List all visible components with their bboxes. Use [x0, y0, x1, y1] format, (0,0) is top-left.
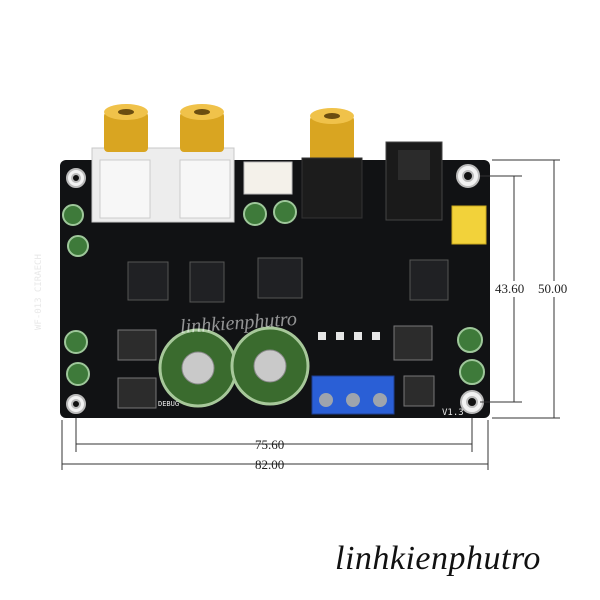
- dim-hole-spacing-vertical: 43.60: [495, 281, 525, 297]
- silkscreen-version: V1.3: [442, 408, 464, 418]
- jst-connector: [243, 161, 293, 195]
- silkscreen-model: WF-013 CIRAECH: [34, 254, 44, 330]
- screw-terminal: [311, 375, 395, 415]
- rca-connector-right: [310, 108, 354, 166]
- regulators: [117, 325, 435, 409]
- dim-board-height: 50.00: [538, 281, 568, 297]
- dim-board-width: 82.00: [255, 457, 285, 472]
- coax-block: [301, 157, 363, 219]
- big-capacitor-right: [230, 326, 310, 406]
- header-pins: [318, 332, 380, 340]
- silkscreen-debug: DEBUG: [158, 400, 180, 408]
- brand-text: linhkienphutro: [335, 540, 541, 577]
- ic-chips: [127, 257, 449, 303]
- big-capacitor-left: [158, 328, 238, 408]
- rca-connector-middle: [180, 104, 224, 152]
- yellow-capacitors: [451, 205, 487, 245]
- small-capacitors: [62, 200, 485, 386]
- rca-connector-left: [104, 104, 148, 152]
- dim-hole-spacing-horizontal: 75.60: [255, 437, 285, 452]
